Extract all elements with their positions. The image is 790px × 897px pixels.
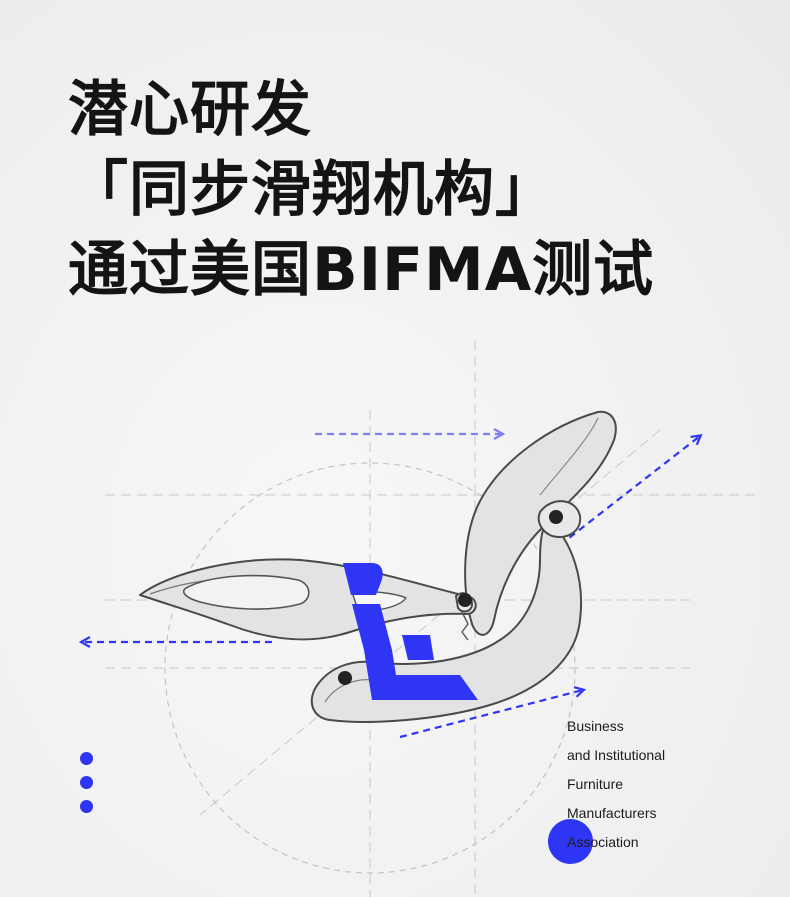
headline-line-2: 「同步滑翔机构」 <box>68 155 556 225</box>
org-line-1: Business <box>567 718 624 734</box>
dot-icon <box>80 800 93 813</box>
arrow-lower-right <box>399 690 583 739</box>
accent-circle <box>548 819 593 864</box>
org-line-4: Manufacturers <box>567 805 657 821</box>
headline: 潜心研发 「同步滑翔机构」 通过美国BIFMA测试 <box>68 70 654 310</box>
bifma-full-name: Business and Institutional Furniture Man… <box>567 712 665 857</box>
org-line-2: and Institutional <box>567 747 666 763</box>
vertical-dots-icon <box>80 752 94 824</box>
headline-line-3: 通过美国BIFMA测试 <box>68 235 655 305</box>
org-line-3: Furniture <box>567 776 624 792</box>
arrow-upper-right <box>559 436 700 546</box>
pivot-joint-lower <box>338 671 352 685</box>
dot-icon <box>80 776 93 789</box>
pivot-joint-middle <box>458 593 472 607</box>
pivot-joint-top <box>549 510 563 524</box>
dot-icon <box>80 752 93 765</box>
org-line-5: Association <box>567 834 639 850</box>
it-brand-logo-icon <box>343 563 478 700</box>
guide-circle <box>164 462 576 874</box>
headline-line-1: 潜心研发 <box>68 75 312 145</box>
